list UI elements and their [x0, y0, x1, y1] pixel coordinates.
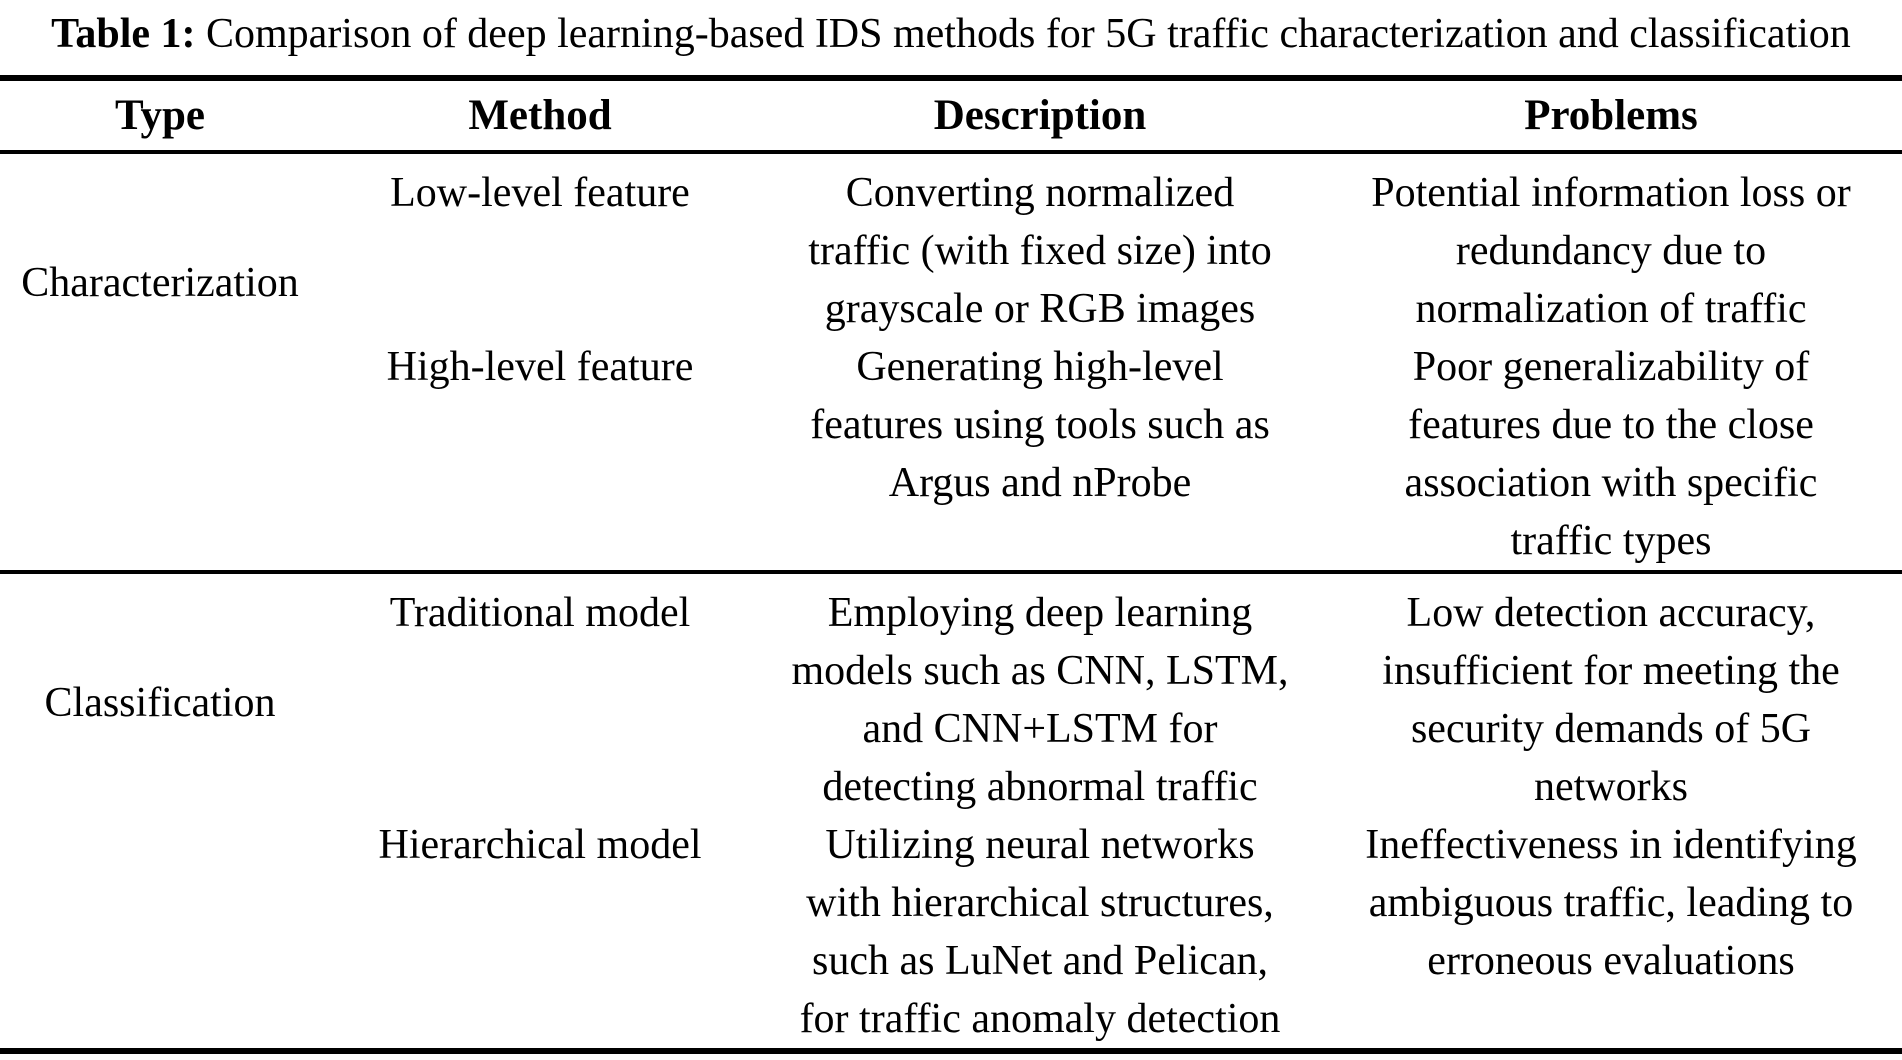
method-cell-low-level-feature: Low-level feature	[390, 170, 690, 216]
table-top-rule	[0, 75, 1902, 81]
section-separator-rule	[0, 570, 1902, 574]
problems-cell-high-level-feature: Poor generalizability of features due to…	[1404, 344, 1818, 564]
method-cell-high-level-feature: High-level feature	[386, 344, 694, 390]
table-section-classification: Classification Traditional model Employi…	[0, 574, 1902, 1048]
table-header-row: Type Method Description Problems	[0, 81, 1902, 150]
table-bottom-rule	[0, 1048, 1902, 1054]
description-cell-low-level-feature: Converting normalized traffic (with fixe…	[808, 170, 1272, 332]
table-caption-text: Comparison of deep learning-based IDS me…	[206, 11, 1851, 57]
column-header-problems: Problems	[1524, 92, 1698, 139]
problems-cell-hierarchical-model: Ineffectiveness in identifying ambiguous…	[1365, 822, 1857, 984]
problems-cell-traditional-model: Low detection accuracy, insufficient for…	[1382, 590, 1840, 810]
column-header-description: Description	[933, 92, 1147, 139]
description-cell-high-level-feature: Generating high-level features using too…	[810, 344, 1270, 506]
header-separator-rule	[0, 150, 1902, 154]
column-header-method: Method	[468, 92, 612, 139]
table-caption-label: Table 1:	[51, 11, 196, 57]
type-cell-characterization: Characterization	[21, 260, 299, 306]
description-cell-hierarchical-model: Utilizing neural networks with hierarchi…	[799, 822, 1281, 1042]
column-header-type: Type	[115, 92, 205, 139]
method-cell-hierarchical-model: Hierarchical model	[378, 822, 702, 868]
problems-cell-low-level-feature: Potential information loss or redundancy…	[1371, 170, 1851, 332]
method-cell-traditional-model: Traditional model	[389, 590, 691, 636]
description-cell-traditional-model: Employing deep learning models such as C…	[791, 590, 1289, 810]
table-section-characterization: Characterization Low-level feature Conve…	[0, 154, 1902, 570]
table-caption: Table 1: Comparison of deep learning-bas…	[0, 0, 1902, 75]
type-cell-classification: Classification	[44, 680, 276, 726]
